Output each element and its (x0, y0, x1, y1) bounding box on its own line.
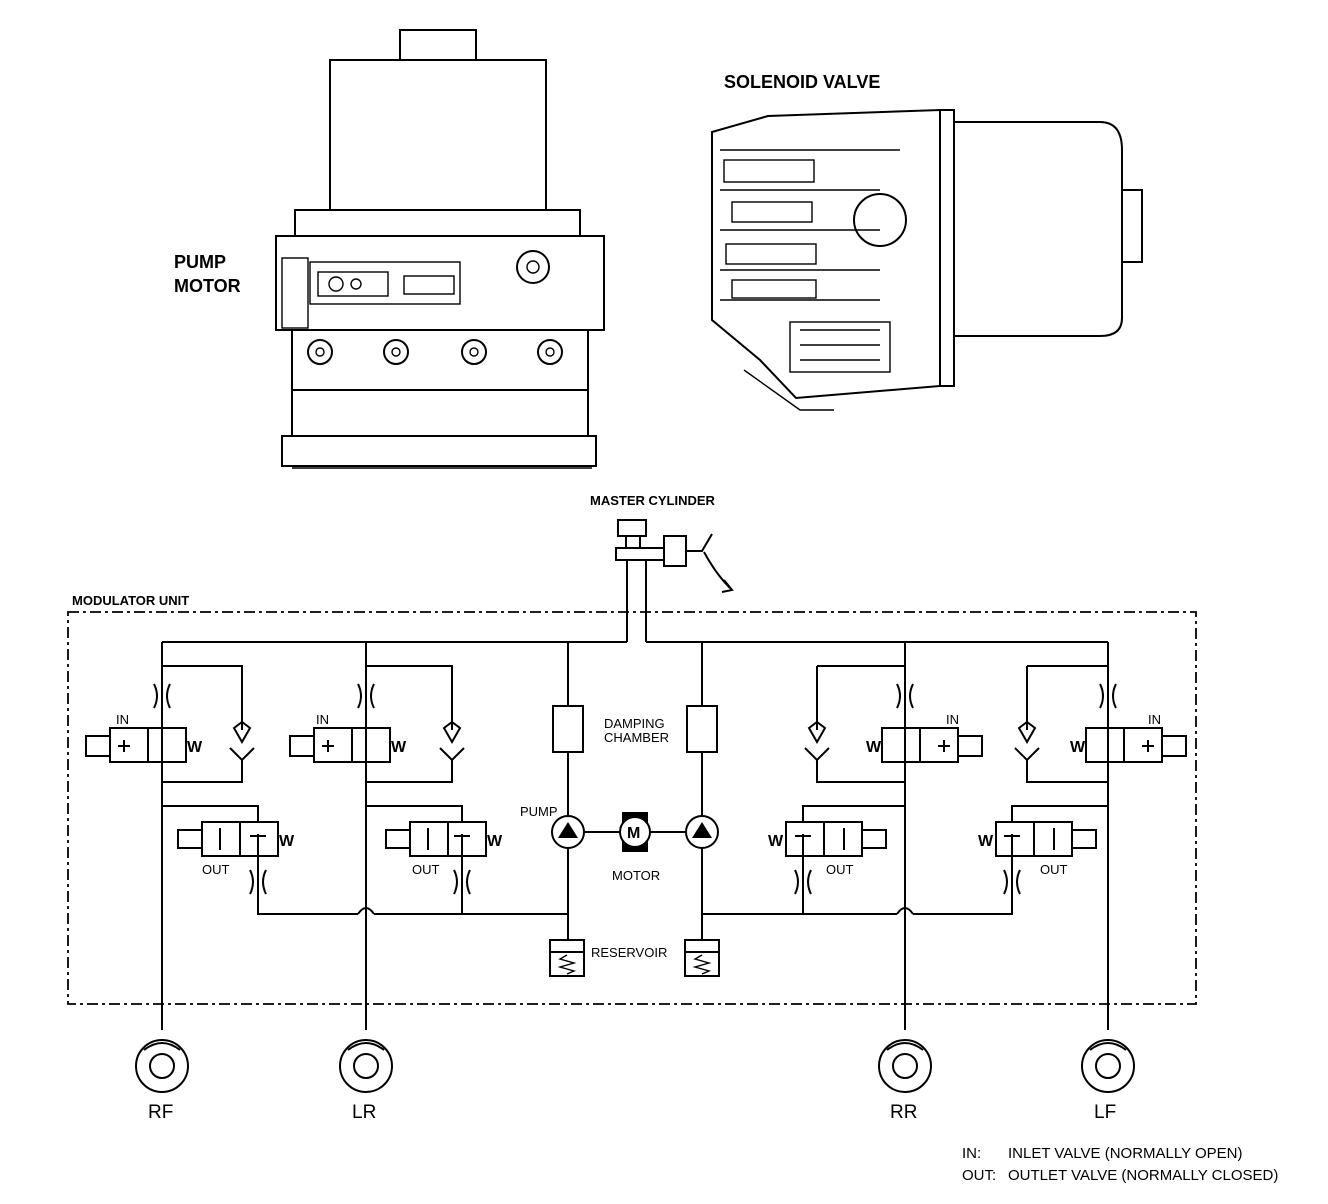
pump-motor-illustration (275, 29, 605, 469)
inlet-valve-rf (85, 727, 187, 763)
inlet-valve-lr-label: IN (316, 712, 329, 727)
wheel-label-lf: LF (1094, 1102, 1116, 1123)
legend-out-desc: OUTLET VALVE (NORMALLY CLOSED) (1008, 1167, 1278, 1184)
pump-motor-label-line1: PUMP (174, 252, 226, 272)
inlet-valve-lf-spring: W (1070, 739, 1086, 756)
reservoir-right (684, 939, 720, 977)
flow-restrictors (153, 683, 1117, 895)
damping-chamber-label-line1: DAMPING (604, 716, 665, 731)
outlet-valve-lf (995, 821, 1097, 857)
legend-in-key: IN: (962, 1145, 981, 1162)
pump-right-symbol (685, 815, 719, 849)
outlet-valve-lr (385, 821, 487, 857)
legend-out-key: OUT: (962, 1167, 996, 1184)
outlet-valve-rr (785, 821, 887, 857)
master-cylinder-label: MASTER CYLINDER (590, 493, 716, 508)
outlet-valve-rf-spring: W (279, 833, 295, 850)
modulator-unit-boundary (67, 611, 1197, 1005)
wheel-brake-rr (878, 1039, 932, 1093)
inlet-valve-rr-label: IN (946, 712, 959, 727)
inlet-valve-lf (1085, 727, 1187, 763)
damping-chamber-label-line2: CHAMBER (604, 730, 669, 745)
outlet-valve-rf-label: OUT (202, 862, 230, 877)
legend: IN: INLET VALVE (NORMALLY OPEN) OUT: OUT… (962, 1145, 1278, 1184)
solenoid-valve-illustration (711, 108, 1143, 411)
wheel-brake-lr (339, 1039, 393, 1093)
motor-symbol-letter: M (627, 825, 640, 842)
reservoir-left (549, 939, 585, 977)
inlet-valve-lr (289, 727, 391, 763)
outlet-valve-lr-spring: W (487, 833, 503, 850)
inlet-valve-rr-spring: W (866, 739, 882, 756)
outlet-valve-rr-spring: W (768, 833, 784, 850)
damping-chamber-right (686, 705, 718, 753)
wheel-label-rf: RF (148, 1102, 173, 1123)
outlet-valve-rr-label: OUT (826, 862, 854, 877)
inlet-valve-rr (881, 727, 983, 763)
wheel-label-rr: RR (890, 1102, 917, 1123)
legend-in-desc: INLET VALVE (NORMALLY OPEN) (1008, 1145, 1243, 1162)
damping-chamber-left (552, 705, 584, 753)
modulator-unit-label: MODULATOR UNIT (72, 593, 189, 608)
solenoid-valve-label: SOLENOID VALVE (724, 72, 880, 92)
pump-left-symbol (551, 815, 585, 849)
inlet-valve-rf-spring: W (187, 739, 203, 756)
inlet-valve-lf-label: IN (1148, 712, 1161, 727)
motor-symbol (619, 812, 651, 852)
hydraulic-lines (161, 641, 1109, 1030)
outlet-valve-lf-spring: W (978, 833, 994, 850)
outlet-valve-lf-label: OUT (1040, 862, 1068, 877)
outlet-valve-lr-label: OUT (412, 862, 440, 877)
wheel-label-lr: LR (352, 1102, 376, 1123)
outlet-valve-rf (177, 821, 279, 857)
pump-label: PUMP (520, 804, 558, 819)
inlet-valve-lr-spring: W (391, 739, 407, 756)
reservoir-label: RESERVOIR (591, 945, 667, 960)
master-cylinder-symbol (615, 519, 734, 642)
inlet-valve-rf-label: IN (116, 712, 129, 727)
wheel-brake-rf (135, 1039, 189, 1093)
pump-motor-label-line2: MOTOR (174, 276, 241, 296)
check-valves (229, 720, 1040, 762)
wheel-brake-lf (1081, 1039, 1135, 1093)
motor-label: MOTOR (612, 868, 660, 883)
